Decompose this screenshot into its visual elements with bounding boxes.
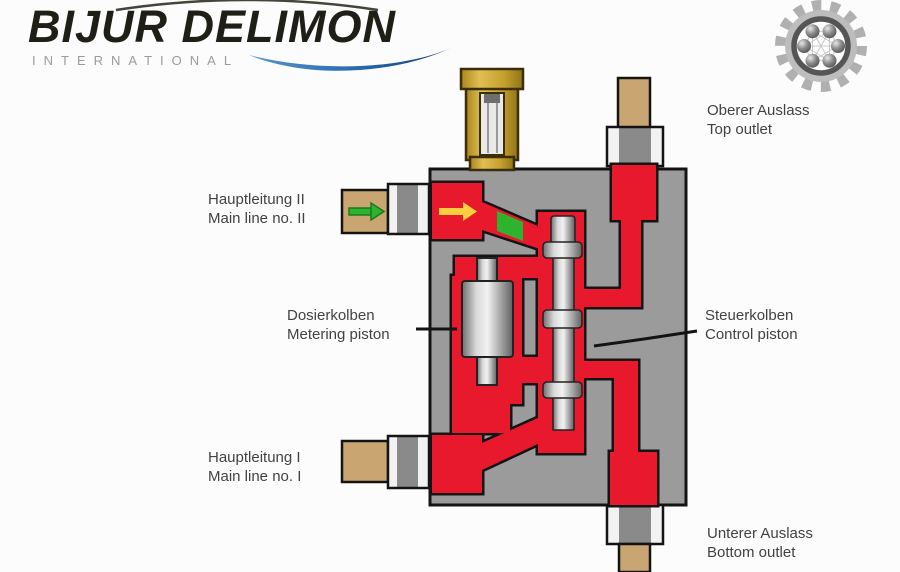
gear-logo-icon — [771, 0, 871, 103]
main-line-i-fitting — [386, 434, 431, 490]
yellow-flow-arrow-icon — [439, 202, 477, 221]
metering-piston — [461, 257, 514, 386]
brand-logo: BIJUR DELIMON INTERNATIONAL — [28, 0, 451, 71]
gear-teeth — [775, 0, 867, 92]
green-flow-segment — [497, 211, 523, 241]
label-control-piston: Steuerkolben Control piston — [705, 307, 798, 343]
label-metering-piston: Dosierkolben Metering piston — [287, 307, 390, 343]
control-piston-pointer-line — [593, 329, 698, 348]
bottom-outlet-fitting — [605, 503, 665, 546]
green-flow-arrow-icon — [348, 201, 386, 222]
control-piston — [542, 215, 583, 431]
main-line-ii-fitting — [386, 182, 431, 236]
label-main-line-ii: Hauptleitung II Main line no. II — [208, 191, 306, 227]
main-line-i-tube — [340, 439, 390, 484]
gear-spheres — [797, 24, 845, 68]
label-main-line-i: Hauptleitung I Main line no. I — [208, 449, 302, 485]
logo-top-arc — [115, 0, 379, 12]
brand-subtitle: INTERNATIONAL — [32, 53, 240, 68]
top-outlet-fitting — [605, 125, 665, 168]
label-top-outlet: Oberer Auslass Top outlet — [707, 102, 810, 138]
logo-swoosh — [249, 48, 451, 71]
relief-valve — [459, 67, 525, 172]
brand-name: BIJUR DELIMON — [28, 1, 397, 52]
bottom-outlet-tube — [617, 542, 652, 572]
label-bottom-outlet: Unterer Auslass Bottom outlet — [707, 525, 813, 561]
top-outlet-tube — [616, 76, 652, 130]
